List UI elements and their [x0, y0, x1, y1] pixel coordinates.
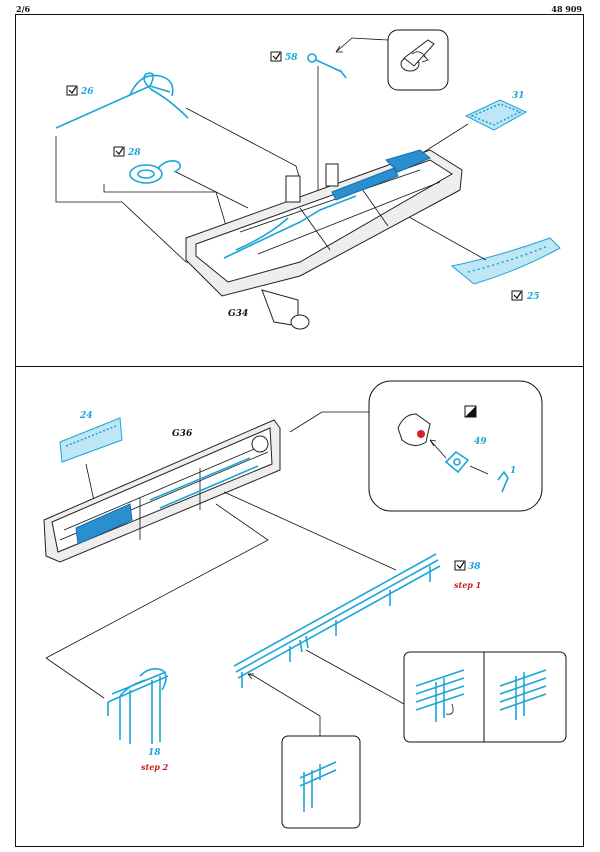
- part-label-26: 26: [80, 87, 94, 97]
- part-label-38: 38: [468, 562, 481, 572]
- etch-part-38: [233, 553, 441, 688]
- etch-part-58: [307, 53, 347, 79]
- part-label-1: 1: [510, 466, 516, 476]
- etch-part-25: [450, 237, 561, 285]
- kit-part-label-g34: G34: [228, 309, 248, 319]
- page-number: 2/6: [16, 4, 31, 14]
- etch-part-26: [55, 72, 189, 129]
- part-label-24: 24: [79, 411, 93, 421]
- part-label-31: 31: [512, 91, 525, 101]
- kit-part-g36: [43, 419, 281, 563]
- detail-inset-rail-end: [281, 735, 361, 829]
- part-label-18: 18: [148, 748, 161, 758]
- part-label-58: 58: [285, 53, 298, 63]
- etch-part-28: [129, 160, 182, 184]
- kit-part-label-g36: G36: [172, 429, 193, 439]
- kit-part-g34: [185, 149, 463, 330]
- part-label-49: 49: [474, 437, 487, 447]
- instruction-panel-bottom: [15, 367, 584, 847]
- checkbox-icon: [113, 146, 125, 157]
- part-label-28: 28: [127, 148, 141, 158]
- detail-inset-bend-steps: [403, 651, 567, 743]
- checkbox-icon: [511, 290, 523, 301]
- etch-part-31: [464, 99, 528, 131]
- paint-swatch-icon: [464, 405, 477, 418]
- part-label-25: 25: [526, 292, 540, 302]
- leader-line: [335, 37, 389, 53]
- checkbox-icon: [270, 51, 282, 62]
- step-label-2: step 2: [141, 762, 169, 772]
- instruction-panel-top: [15, 14, 584, 367]
- kit-number: 48 909: [551, 4, 582, 14]
- checkbox-icon: [454, 560, 466, 571]
- etch-part-18: [107, 668, 169, 744]
- checkbox-icon: [66, 85, 78, 96]
- etch-part-24: [59, 417, 123, 463]
- detail-inset-49: [368, 380, 543, 512]
- detail-inset-bend: [387, 29, 449, 91]
- step-label-1: step 1: [454, 580, 481, 590]
